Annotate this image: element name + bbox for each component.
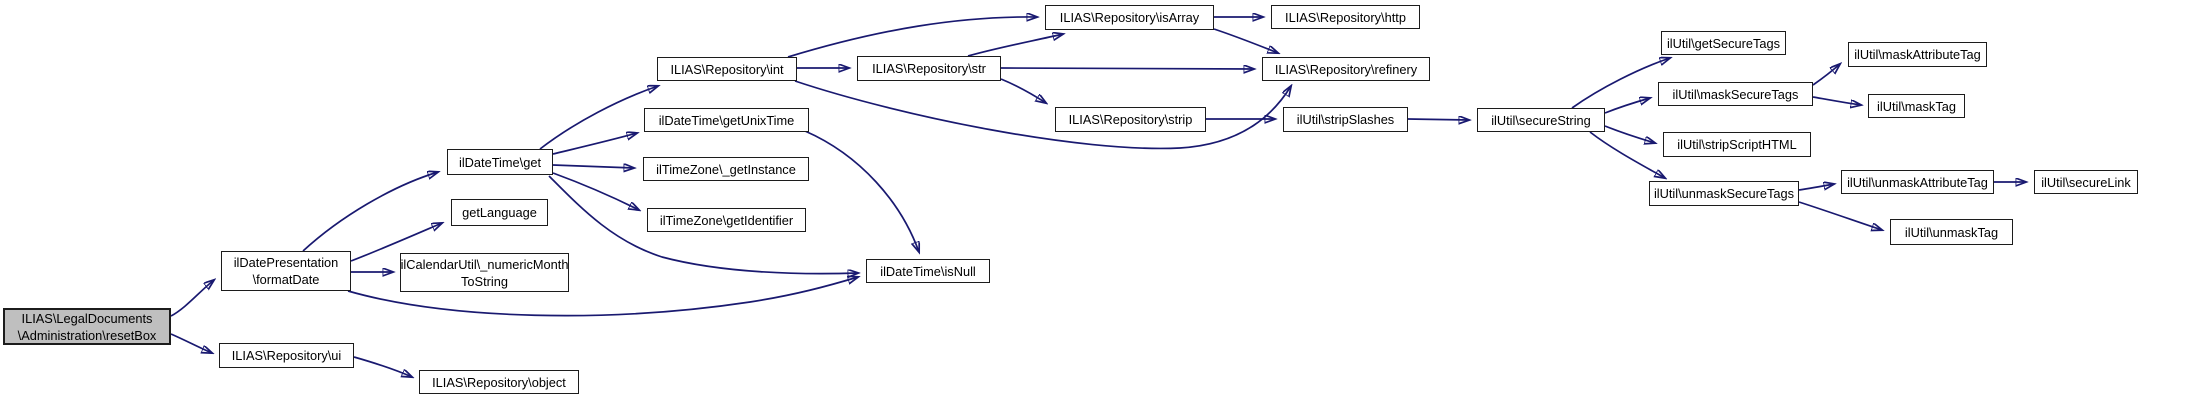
edge-repo-str-repo-strip — [1000, 78, 1046, 103]
edge-getUnixTime-isNull — [804, 130, 919, 252]
node-getlanguage[interactable]: getLanguage — [451, 199, 548, 226]
node-datetime-get[interactable]: ilDateTime\get — [447, 149, 553, 175]
edge-resetBox-formatDate — [170, 280, 214, 317]
node-masksecuretags[interactable]: ilUtil\maskSecureTags — [1658, 82, 1813, 106]
node-getinstance[interactable]: ilTimeZone\_getInstance — [643, 157, 809, 181]
edge-formatDate-datetime-get — [302, 172, 438, 252]
node-unmaskattributetag[interactable]: ilUtil\unmaskAttributeTag — [1841, 170, 1994, 194]
node-getidentifier[interactable]: ilTimeZone\getIdentifier — [647, 208, 806, 232]
edge-maskSecureTags-maskAttributeTag — [1812, 64, 1840, 86]
node-repository-ui[interactable]: ILIAS\Repository\ui — [219, 343, 354, 368]
edge-repo-str-repo-isArray — [967, 34, 1063, 57]
node-isnull[interactable]: ilDateTime\isNull — [866, 259, 990, 283]
edge-stripSlashes-secureString — [1407, 119, 1469, 120]
node-repository-isarray[interactable]: ILIAS\Repository\isArray — [1045, 5, 1214, 30]
node-getsecuretags[interactable]: ilUtil\getSecureTags — [1661, 31, 1786, 55]
node-stripslashes[interactable]: ilUtil\stripSlashes — [1283, 107, 1408, 132]
node-numericmonthtostring[interactable]: ilCalendarUtil\_numericMonth ToString — [400, 253, 569, 292]
node-getunixtime[interactable]: ilDateTime\getUnixTime — [644, 108, 809, 132]
node-masktag[interactable]: ilUtil\maskTag — [1868, 94, 1965, 118]
node-securestring[interactable]: ilUtil\secureString — [1477, 108, 1605, 132]
node-repository-refinery[interactable]: ILIAS\Repository\refinery — [1262, 57, 1430, 81]
node-maskattributetag[interactable]: ilUtil\maskAttributeTag — [1848, 42, 1987, 67]
node-securelink[interactable]: ilUtil\secureLink — [2034, 170, 2138, 194]
node-unmasktag[interactable]: ilUtil\unmaskTag — [1890, 219, 2013, 245]
edge-unmaskSecureTags-unmaskTag — [1798, 201, 1882, 230]
edge-secureString-getSecureTags — [1571, 58, 1670, 109]
edge-repo-isArray-repo-refinery — [1213, 28, 1278, 53]
node-repository-http[interactable]: ILIAS\Repository\http — [1271, 5, 1420, 29]
edge-datetime-get-getUnixTime — [552, 133, 637, 155]
node-repository-strip[interactable]: ILIAS\Repository\strip — [1055, 107, 1206, 132]
node-stripscripthtml[interactable]: ilUtil\stripScriptHTML — [1663, 132, 1811, 157]
edge-repo-int-repo-refinery — [794, 80, 1291, 150]
edge-datetime-get-getInstance — [552, 165, 634, 168]
node-repository-str[interactable]: ILIAS\Repository\str — [857, 56, 1001, 81]
node-unmasksecuretags[interactable]: ilUtil\unmaskSecureTags — [1649, 181, 1799, 206]
node-formatdate[interactable]: ilDatePresentation \formatDate — [221, 251, 351, 291]
edge-datetime-get-getIdentifier — [552, 172, 639, 210]
edge-repo-ui-repo-object — [353, 356, 412, 377]
edge-secureString-stripScriptHTML — [1604, 125, 1655, 143]
edge-secureString-unmaskSecureTags — [1589, 131, 1665, 178]
edge-unmaskSecureTags-unmaskAttributeTag — [1798, 184, 1834, 190]
node-repository-int[interactable]: ILIAS\Repository\int — [657, 57, 797, 81]
edge-formatDate-getLanguage — [350, 223, 442, 262]
edge-datetime-get-repo-int — [539, 86, 658, 150]
edge-repo-int-repo-isArray — [787, 17, 1037, 58]
edge-secureString-maskSecureTags — [1604, 98, 1650, 114]
node-resetbox: ILIAS\LegalDocuments \Administration\res… — [3, 308, 171, 345]
edge-repo-str-repo-refinery — [1000, 68, 1254, 69]
edge-datetime-get-isNull — [548, 175, 858, 274]
edge-formatDate-isNull — [347, 277, 858, 317]
edge-maskSecureTags-maskTag — [1812, 96, 1861, 105]
node-repository-object[interactable]: ILIAS\Repository\object — [419, 370, 579, 394]
edge-resetBox-repo-ui — [170, 333, 212, 353]
